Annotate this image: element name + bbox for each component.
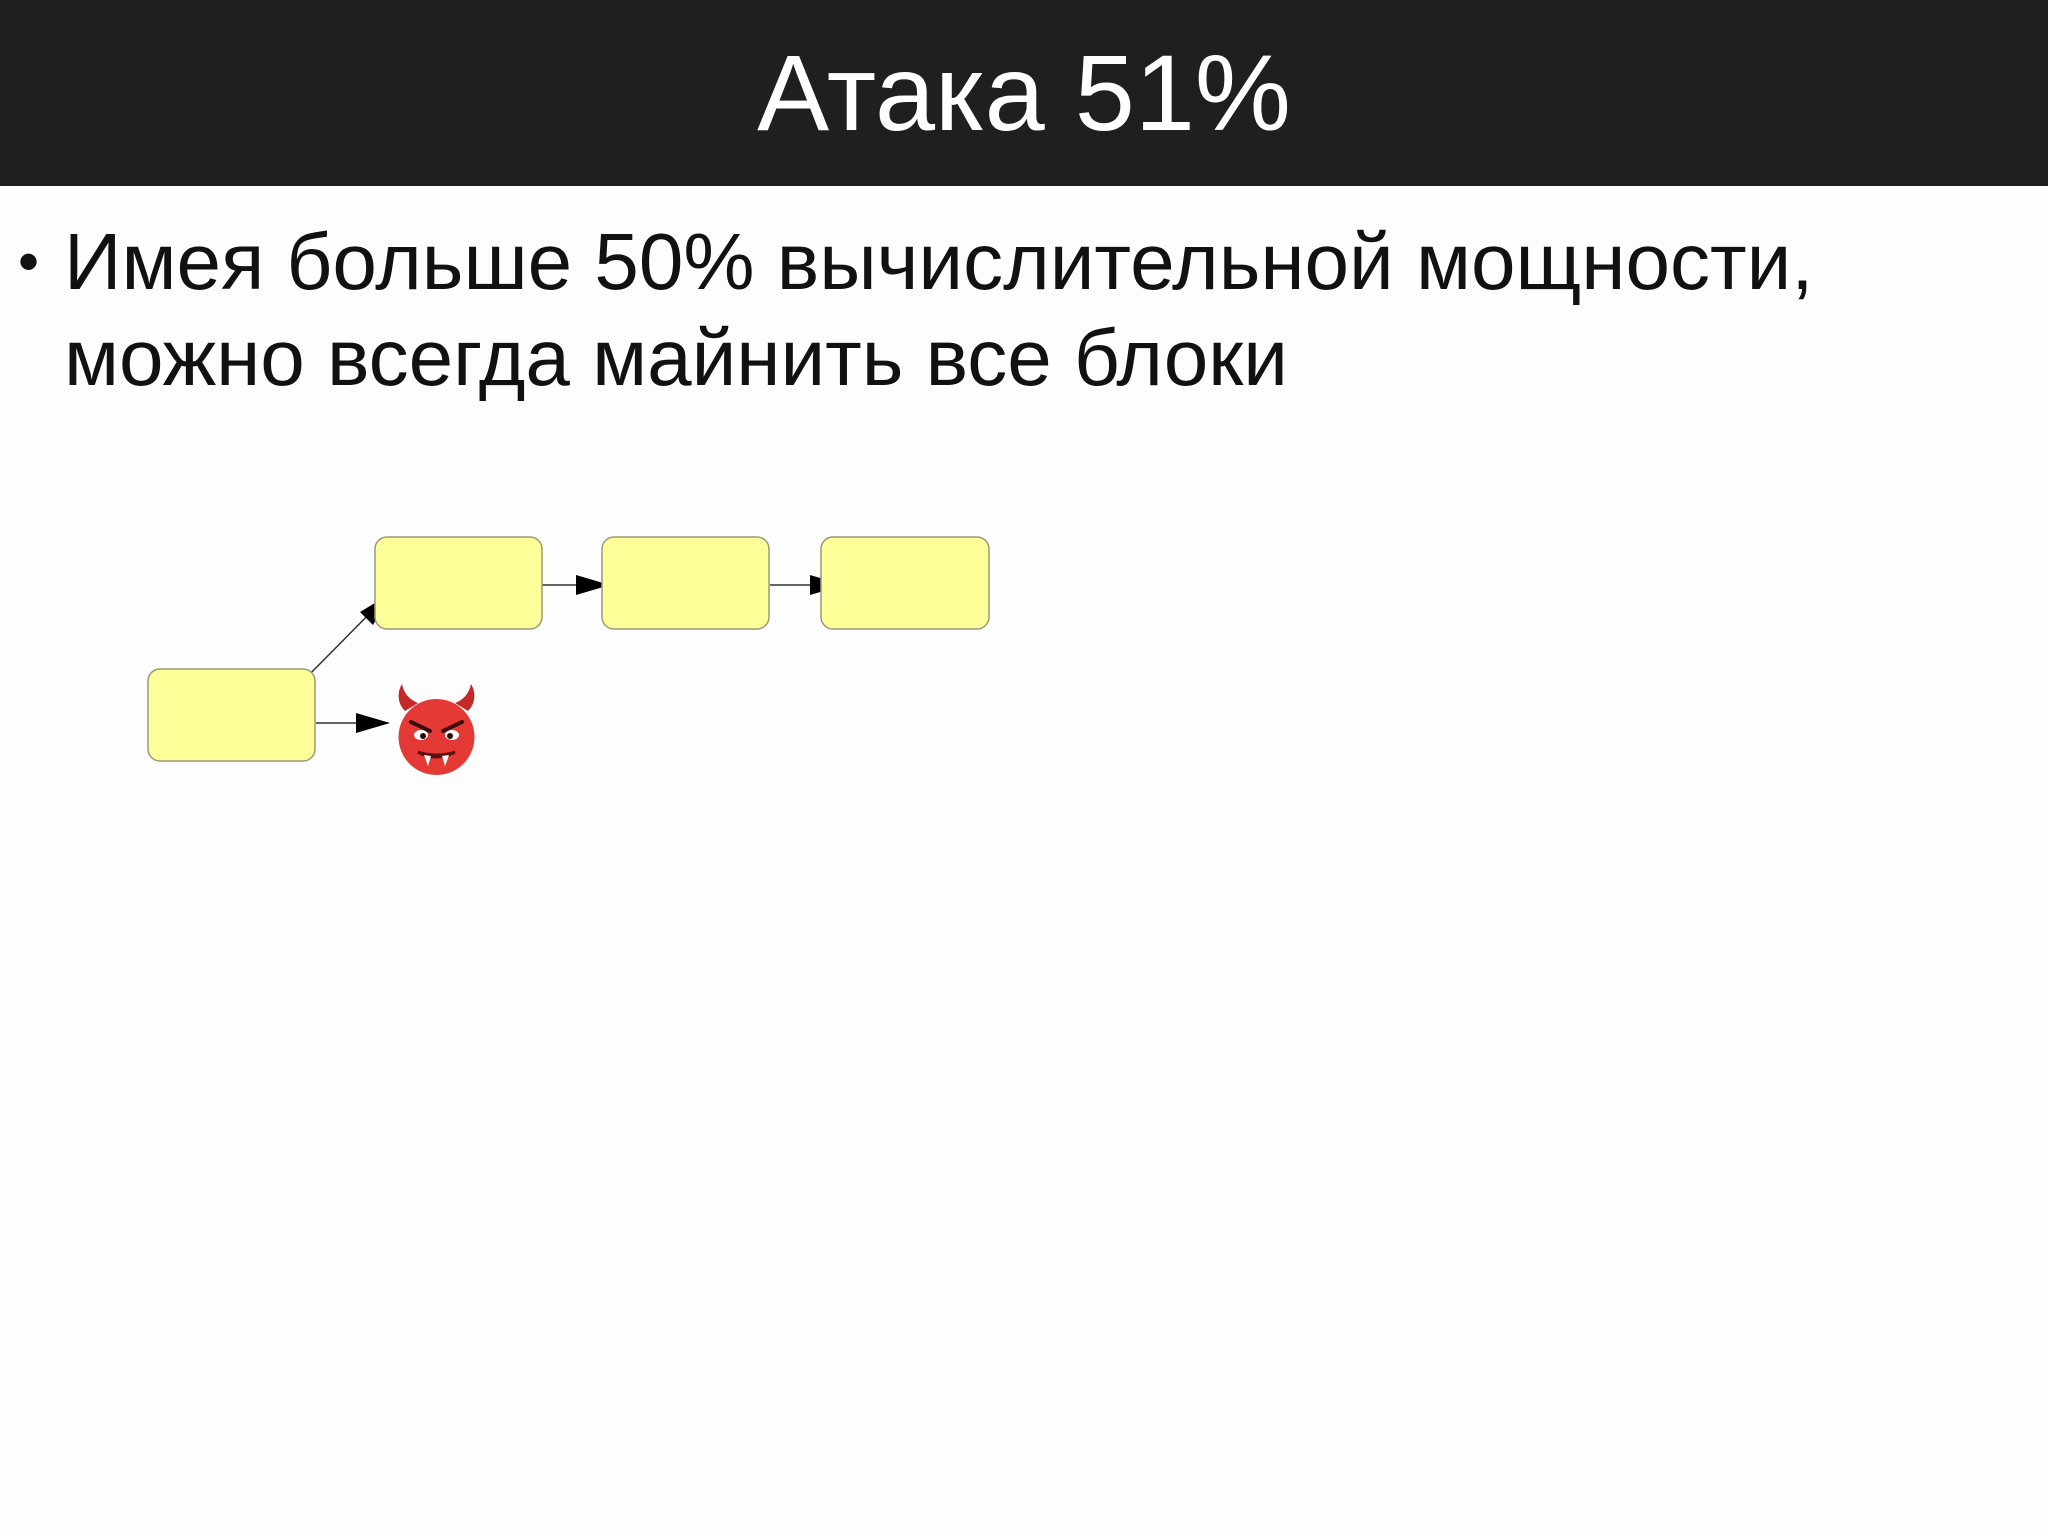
devil-face-icon bbox=[398, 684, 475, 775]
block-chain-2 bbox=[601, 536, 770, 630]
title-bar bbox=[0, 0, 2048, 186]
slide-title: Атака 51% bbox=[757, 32, 1291, 153]
arrowhead-block-2-to-block-3 bbox=[810, 575, 844, 595]
block-chain-3 bbox=[820, 536, 990, 630]
arrowhead-fork-to-block-1 bbox=[360, 594, 390, 625]
block-chain-1 bbox=[374, 536, 543, 630]
bullet-list: • Имея больше 50% вычислительной мощност… bbox=[0, 214, 2000, 406]
arrowhead-block-1-to-block-2 bbox=[576, 575, 610, 595]
bullet-item: • Имея больше 50% вычислительной мощност… bbox=[0, 214, 2000, 406]
arrowhead-fork-to-attacker bbox=[356, 713, 390, 733]
bullet-text: Имея больше 50% вычислительной мощности,… bbox=[64, 217, 1814, 402]
edge-fork-to-block-1 bbox=[297, 594, 389, 687]
block-fork bbox=[147, 668, 316, 762]
bullet-marker: • bbox=[18, 228, 40, 295]
